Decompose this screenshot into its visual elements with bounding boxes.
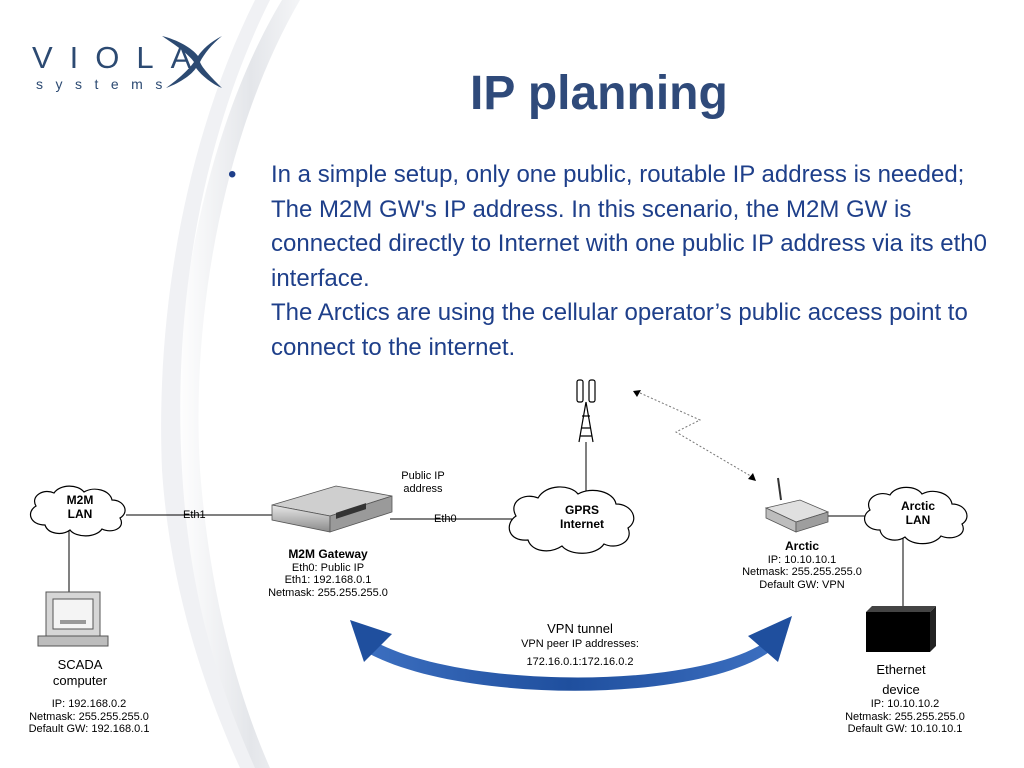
arctic-info: Arctic IP: 10.10.10.1 Netmask: 255.255.2… [734, 540, 870, 591]
scada-line2: computer [52, 673, 108, 688]
bullet-paragraph-1: In a simple setup, only one public, rout… [271, 161, 987, 292]
ethernet-line1: Ethernet [876, 662, 926, 677]
m2m-lan-label: M2M LAN [52, 493, 108, 521]
gateway-netmask: Netmask: 255.255.255.0 [268, 586, 388, 599]
eth0-label: Eth0 [434, 513, 457, 525]
connection-lines [68, 442, 904, 610]
gprs-line2: Internet [559, 517, 604, 531]
vpn-title: VPN tunnel [547, 621, 613, 636]
gateway-eth1: Eth1: 192.168.0.1 [284, 574, 372, 586]
ethernet-ip: IP: 10.10.10.2 [870, 698, 940, 710]
wireless-link-icon [633, 390, 756, 481]
scada-computer-icon [37, 591, 109, 647]
arctic-lan-line2: LAN [905, 513, 931, 527]
eth1-label: Eth1 [183, 509, 206, 521]
public-ip-line1: Public IP [401, 470, 445, 482]
arctic-router-icon [764, 477, 830, 533]
vpn-info: VPN tunnel VPN peer IP addresses: 172.16… [490, 621, 670, 672]
arctic-lan-line1: Arctic [900, 499, 935, 513]
arctic-name: Arctic [784, 539, 819, 553]
public-ip-line2: address [403, 482, 443, 495]
arctic-lan-label: Arctic LAN [888, 499, 948, 527]
scada-gw: Default GW: 192.168.0.1 [28, 723, 150, 735]
ethernet-device-icon [866, 606, 936, 652]
public-ip-label: Public IP address [392, 470, 454, 495]
m2m-lan-line1: M2M [66, 493, 94, 507]
gateway-name: M2M Gateway [288, 547, 368, 561]
gprs-internet-cloud [508, 486, 635, 554]
scada-ip: IP: 192.168.0.2 [51, 698, 127, 710]
scada-netmask: Netmask: 255.255.255.0 [29, 710, 149, 723]
arctic-ip: IP: 10.10.10.1 [767, 553, 837, 566]
gateway-info: M2M Gateway Eth0: Public IP Eth1: 192.16… [258, 548, 398, 599]
vpn-sub: VPN peer IP addresses: [521, 638, 639, 650]
gprs-line1: GPRS [564, 503, 599, 517]
ethernet-line2: device [882, 682, 920, 697]
m2m-lan-cloud [29, 485, 126, 537]
cell-tower-icon [576, 379, 596, 443]
bullet-symbol: • [228, 161, 237, 188]
arctic-gw: Default GW: VPN [759, 578, 845, 591]
vpn-addresses: 172.16.0.1:172.16.0.2 [526, 656, 634, 668]
logo-subtitle: systems [36, 76, 175, 92]
ethernet-label: Ethernet device [856, 660, 946, 700]
gprs-label: GPRS Internet [544, 503, 620, 531]
ethernet-netmask: Netmask: 255.255.255.0 [845, 710, 965, 723]
m2m-lan-line2: LAN [67, 507, 93, 521]
m2m-gateway-server-icon [271, 485, 393, 533]
gateway-eth0-value: Public IP [317, 561, 365, 574]
scada-line1: SCADA [57, 657, 103, 672]
vpn-tunnel-arrow-icon [350, 616, 792, 691]
logo-wordmark: VIOLA [32, 40, 209, 75]
scada-label: SCADA computer [30, 657, 130, 689]
arctic-netmask: Netmask: 255.255.255.0 [742, 566, 862, 578]
slide-title: IP planning [470, 67, 728, 120]
x-mark-icon [162, 36, 222, 88]
bullet-paragraph-2: The Arctics are using the cellular opera… [271, 299, 968, 361]
arctic-lan-cloud [863, 486, 968, 545]
ethernet-info: IP: 10.10.10.2 Netmask: 255.255.255.0 De… [830, 698, 980, 736]
scada-info: IP: 192.168.0.2 Netmask: 255.255.255.0 D… [14, 698, 164, 736]
ethernet-gw: Default GW: 10.10.10.1 [847, 723, 963, 735]
gateway-eth0-label: Eth0: [291, 561, 318, 574]
